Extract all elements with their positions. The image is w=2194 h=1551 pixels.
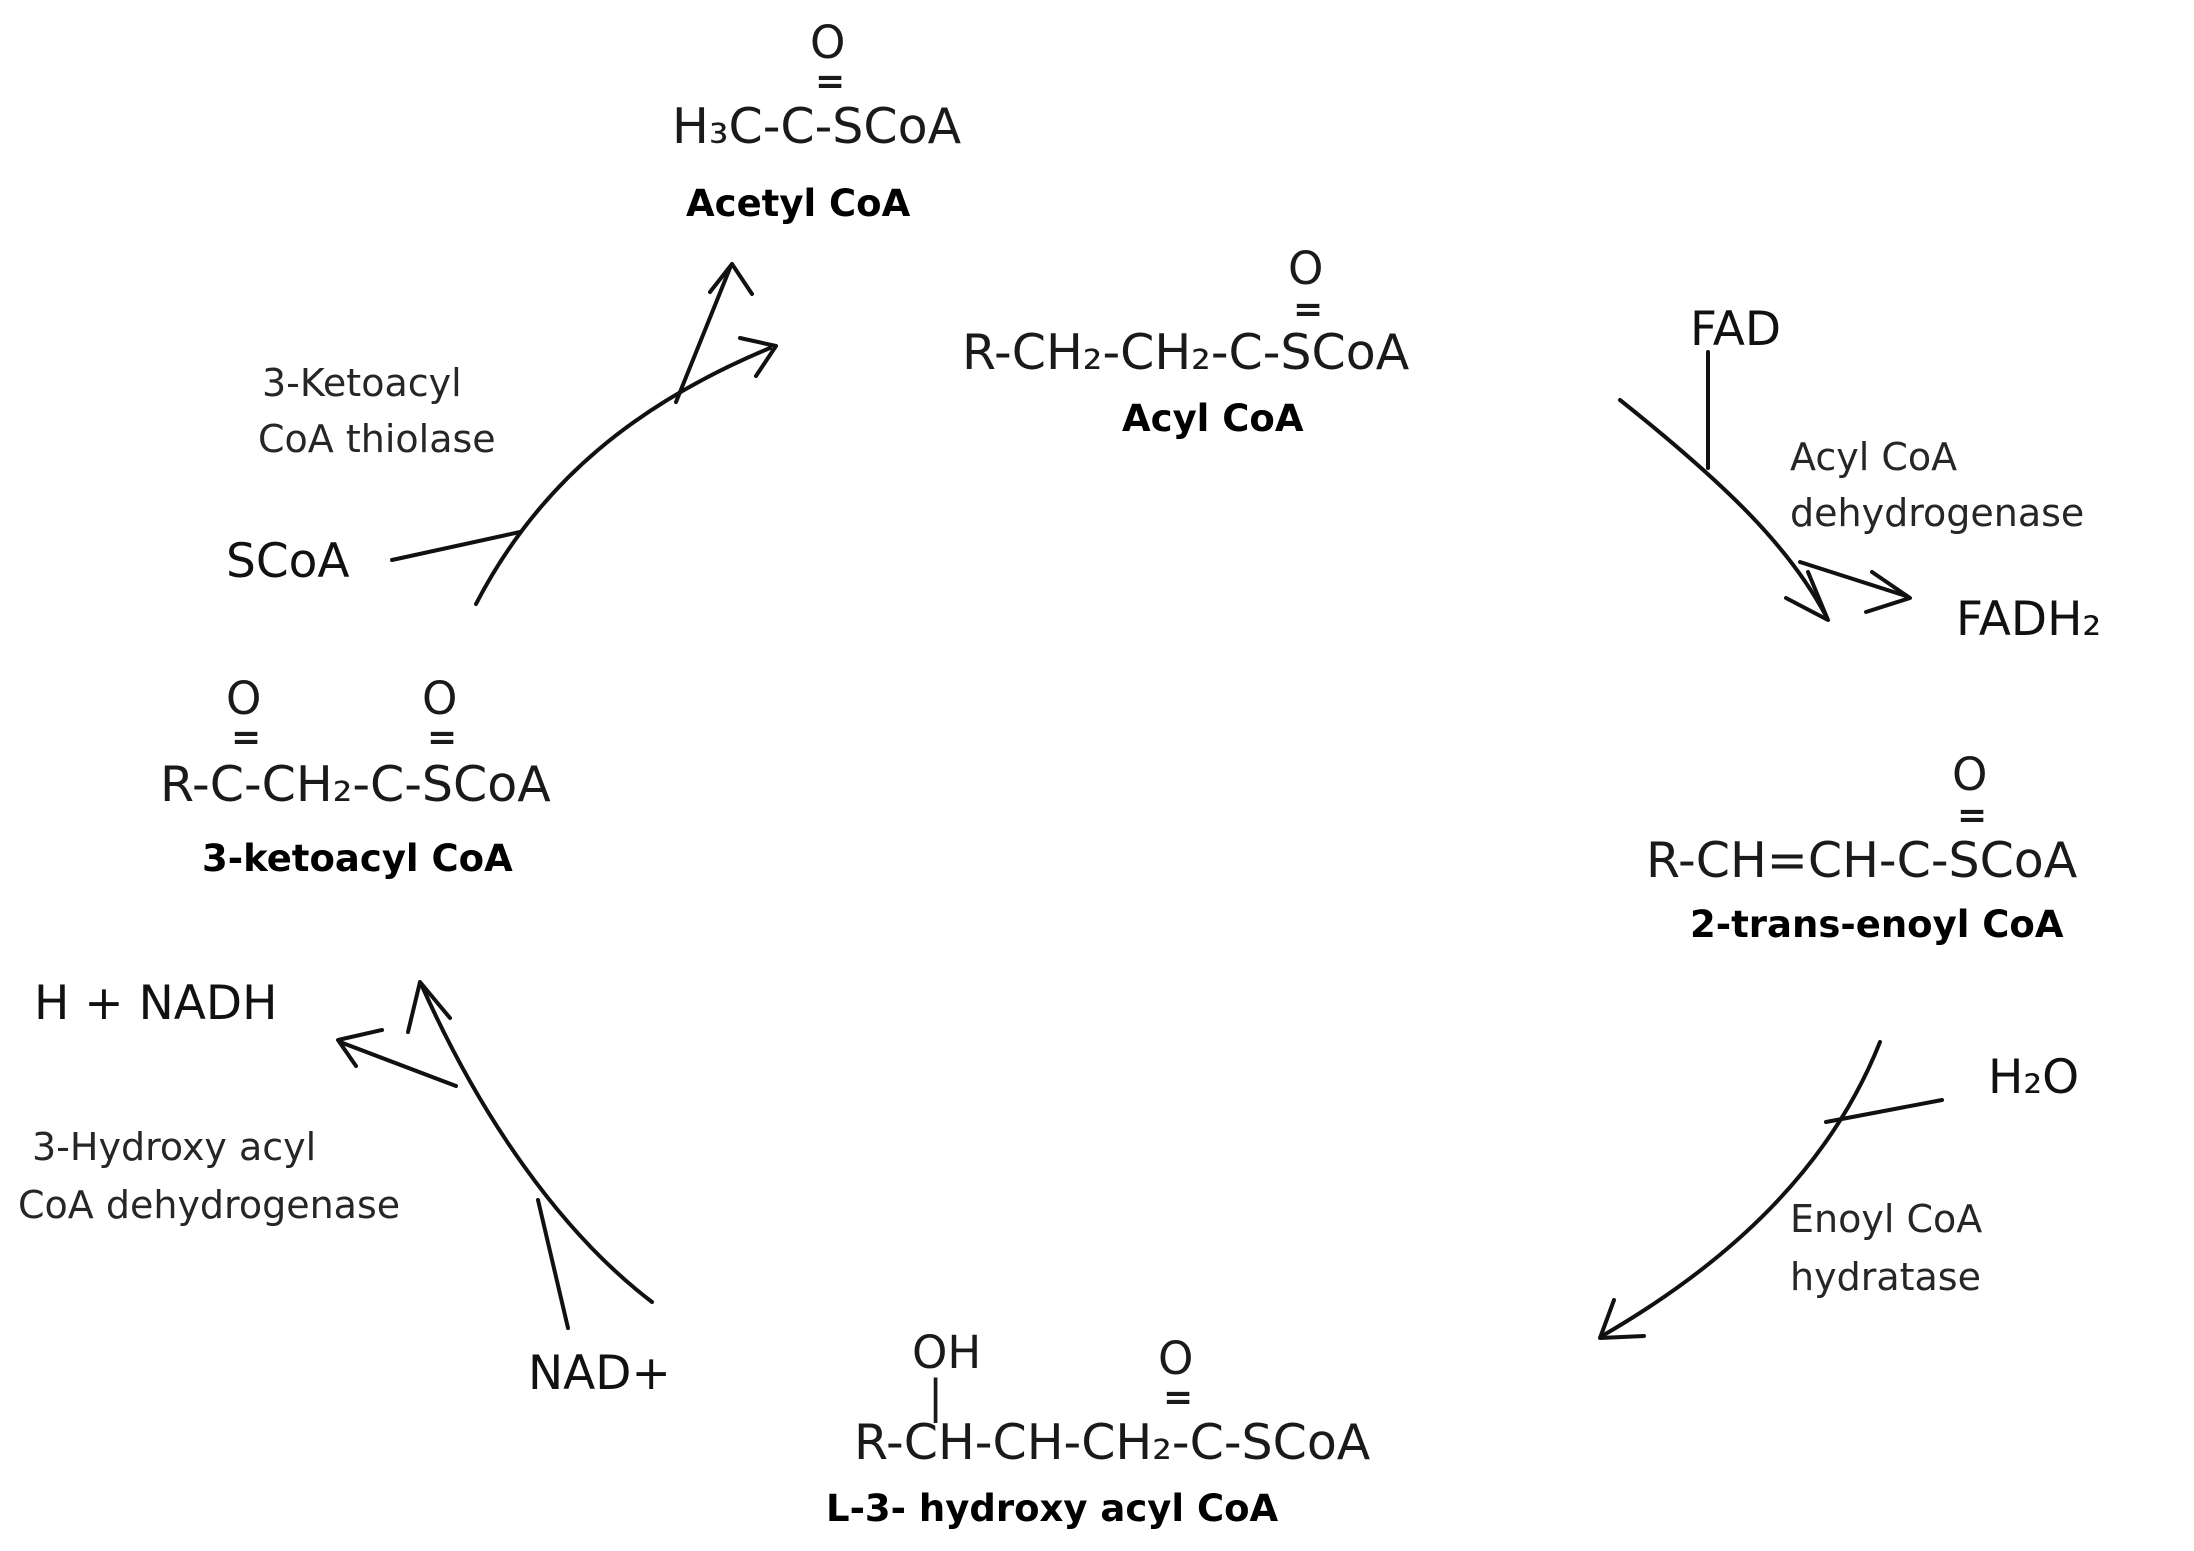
- arrow-ketoacyl-to-acyl: [474, 346, 772, 606]
- enzyme-hydratase-line-1: Enoyl CoA: [1790, 1197, 1983, 1241]
- cofactor-scoa: SCoA: [226, 534, 350, 589]
- enzyme-hydratase-line-2: hydratase: [1790, 1255, 1981, 1299]
- enoyl-coa-oxygen: O: [1952, 748, 1988, 801]
- enzyme-hydroxyacyl-dehydrogenase-line-2: CoA dehydrogenase: [18, 1183, 401, 1227]
- acyl-coa-name: Acyl CoA: [1122, 397, 1304, 440]
- cofactor-nad-plus: NAD+: [528, 1346, 671, 1401]
- scoa-connector-line: [390, 530, 522, 562]
- hydroxy-coa-double-bond: =: [1163, 1377, 1194, 1418]
- ketoacyl-coa-double-bond-2: =: [427, 717, 458, 758]
- acetyl-coa-name: Acetyl CoA: [686, 182, 911, 225]
- enoyl-coa-formula: R-CH=CH-C-SCoA: [1646, 832, 2078, 889]
- ketoacyl-coa-double-bond-1: =: [231, 717, 262, 758]
- cofactor-fad: FAD: [1690, 302, 1782, 357]
- arrowhead-nadh: [336, 1028, 384, 1068]
- ketoacyl-coa-formula: R-C-CH₂-C-SCoA: [160, 756, 551, 813]
- acyl-coa-double-bond: =: [1293, 289, 1324, 330]
- hydroxy-coa-oxygen: O: [1158, 1332, 1194, 1385]
- cofactor-water: H₂O: [1988, 1050, 2080, 1105]
- ketoacyl-coa-oxygen-1: O: [226, 672, 262, 725]
- acetyl-coa-oxygen: O: [810, 16, 846, 69]
- acetyl-coa-double-bond: =: [815, 61, 846, 102]
- acyl-coa-oxygen: O: [1288, 242, 1324, 295]
- hydroxy-coa-hydroxyl: OH: [912, 1326, 982, 1379]
- enoyl-coa-name: 2-trans-enoyl CoA: [1690, 903, 2064, 946]
- enzyme-hydroxyacyl-dehydrogenase-line-1: 3-Hydroxy acyl: [32, 1125, 317, 1169]
- ketoacyl-coa-name: 3-ketoacyl CoA: [202, 837, 513, 880]
- enoyl-coa-double-bond: =: [1957, 795, 1988, 836]
- acyl-coa-formula: R-CH₂-CH₂-C-SCoA: [962, 324, 1410, 381]
- arrowhead-acetyl: [708, 262, 754, 296]
- hydroxy-coa-formula: R-CH-CH-CH₂-C-SCoA: [854, 1414, 1371, 1471]
- enzyme-thiolase-line-1: 3-Ketoacyl: [262, 361, 462, 405]
- nad-connector-line: [536, 1198, 570, 1330]
- acetyl-coa-formula: H₃C-C-SCoA: [672, 98, 962, 155]
- arrowhead-acyl-to-enoyl: [1784, 570, 1830, 622]
- water-connector-line: [1824, 1098, 1944, 1124]
- arrow-enoyl-to-hydroxy: [1600, 1040, 1882, 1338]
- enzyme-acyl-dehydrogenase-line-2: dehydrogenase: [1790, 491, 2085, 535]
- cofactor-fadh2: FADH₂: [1956, 592, 2102, 647]
- nadh-branch-line: [338, 1040, 458, 1088]
- arrowhead-enoyl-to-hydroxy: [1598, 1298, 1646, 1340]
- hydroxy-coa-name: L-3- hydroxy acyl CoA: [826, 1487, 1279, 1530]
- arrow-acyl-to-enoyl: [1618, 398, 1828, 618]
- enzyme-thiolase-line-2: CoA thiolase: [258, 417, 496, 461]
- acetyl-branch-line: [674, 266, 732, 404]
- cofactor-nadh: H + NADH: [34, 976, 278, 1031]
- arrowhead-hydroxy-to-ketoacyl: [406, 980, 452, 1034]
- hydroxy-coa-single-bond: |: [928, 1370, 944, 1423]
- arrowhead-fadh2: [1864, 570, 1912, 614]
- arrowhead-ketoacyl-to-acyl: [738, 336, 778, 378]
- arrow-hydroxy-to-ketoacyl: [420, 984, 654, 1304]
- enzyme-acyl-dehydrogenase-line-1: Acyl CoA: [1790, 435, 1958, 479]
- fadh2-branch-line: [1798, 560, 1908, 598]
- ketoacyl-coa-oxygen-2: O: [422, 672, 458, 725]
